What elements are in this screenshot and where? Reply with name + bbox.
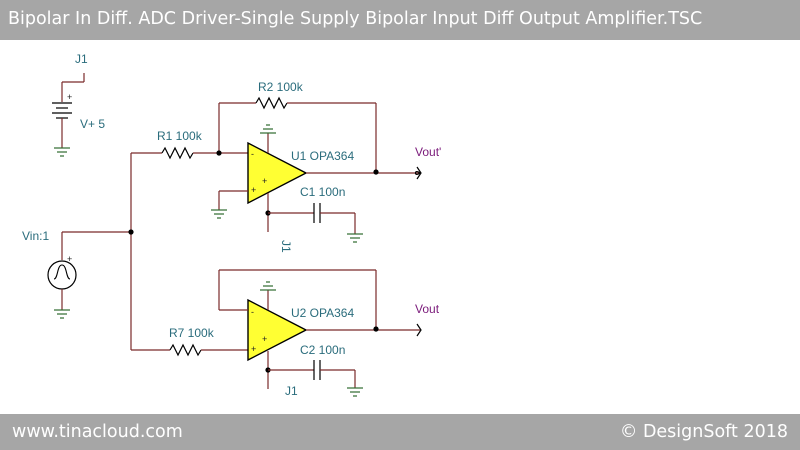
r2-label: R2 100k — [258, 80, 304, 94]
r1-resistor — [161, 146, 194, 160]
ground-battery — [54, 147, 70, 157]
vout-prime-terminal-icon — [414, 170, 421, 176]
input-junction — [128, 229, 134, 235]
c2-label: C2 100n — [300, 343, 345, 357]
u1-opamp — [247, 141, 308, 205]
circuit-schematic: + J1 V+ 5 + Vin:1 R1 100k R2 100k - + + … — [22, 52, 441, 398]
vout-connector-icon — [416, 323, 422, 337]
u2-opamp — [247, 298, 308, 362]
ground-c2 — [347, 387, 363, 397]
u1-plus-sign: + — [251, 185, 256, 195]
r2-resistor — [255, 96, 288, 110]
u2-minus-sign: - — [251, 307, 254, 317]
battery-plus-sign: + — [67, 92, 72, 102]
r7-label: R7 100k — [169, 326, 215, 340]
ground-source — [54, 309, 70, 319]
ground-u1-noninv — [211, 209, 227, 219]
u2-jumper-label: J1 — [285, 384, 298, 398]
vout-prime-label: Vout' — [415, 145, 441, 159]
title-bar: Bipolar In Diff. ADC Driver-Single Suppl… — [0, 0, 800, 40]
u2-supply-plus-sign: + — [262, 334, 267, 344]
copyright-text: © DesignSoft 2018 — [619, 422, 788, 442]
u1-jumper-label: J1 — [279, 240, 293, 253]
ground-u2-top — [260, 281, 276, 291]
sine-source-symbol: + — [47, 254, 77, 290]
schematic-title: Bipolar In Diff. ADC Driver-Single Suppl… — [8, 9, 703, 29]
r1-label: R1 100k — [157, 129, 203, 143]
u2-label: U2 OPA364 — [291, 306, 354, 320]
source-plus-sign: + — [67, 254, 72, 264]
u1-output-junction — [373, 169, 379, 175]
u1-label: U1 OPA364 — [291, 149, 354, 163]
ground-u1-top — [260, 124, 276, 134]
vout-label: Vout — [415, 302, 440, 316]
c1-label: C1 100n — [300, 185, 345, 199]
r7-resistor — [169, 343, 202, 357]
supply-jumper-label: J1 — [75, 52, 88, 66]
ground-c1 — [347, 233, 363, 243]
u2-output-junction — [373, 326, 379, 332]
u2-plus-sign: + — [251, 344, 256, 354]
u1-supply-plus-sign: + — [262, 176, 267, 186]
website-link[interactable]: www.tinacloud.com — [12, 422, 183, 442]
footer-bar: www.tinacloud.com © DesignSoft 2018 — [0, 414, 800, 450]
u1-inverting-junction — [216, 150, 222, 156]
u1-minus-sign: - — [251, 149, 254, 159]
source-label: Vin:1 — [22, 229, 49, 243]
supply-voltage-label: V+ 5 — [80, 117, 105, 131]
vout-prime-connector-icon — [416, 166, 422, 180]
battery-v-plus: + — [52, 73, 85, 148]
